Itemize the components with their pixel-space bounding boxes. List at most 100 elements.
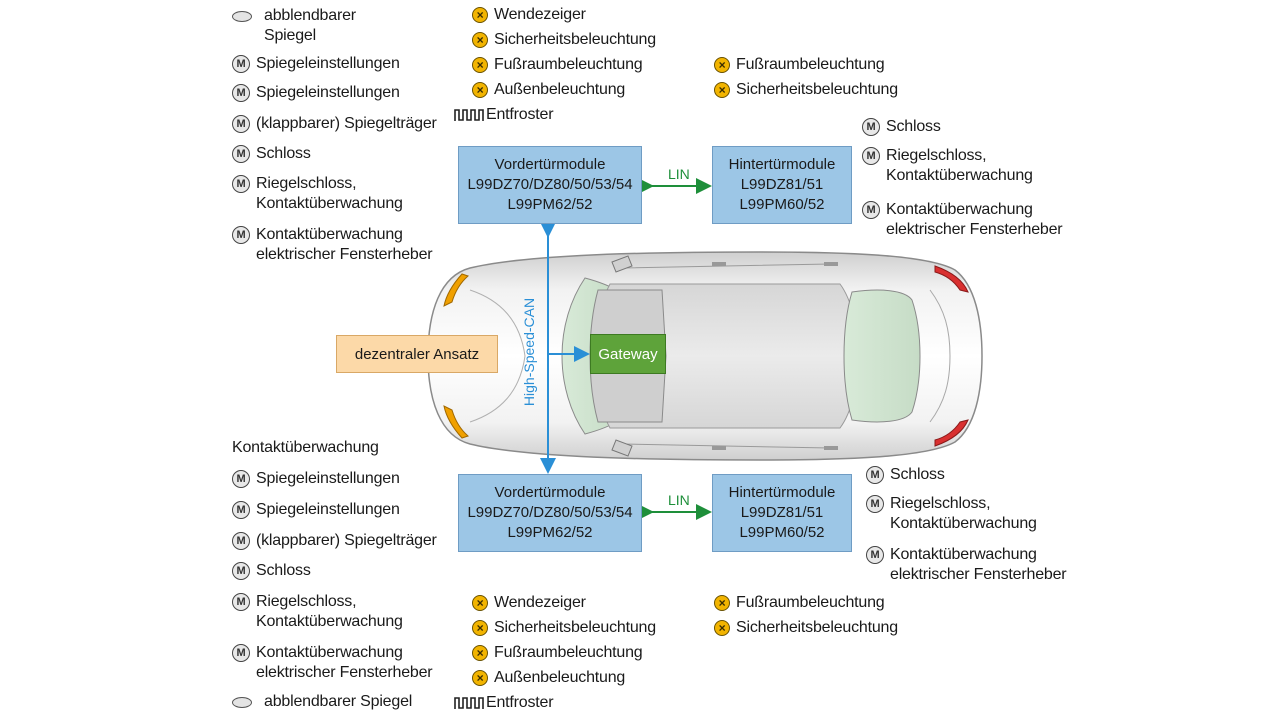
motor-icon: M: [866, 495, 884, 513]
light-item: × Sicherheitsbeleuchtung: [714, 80, 898, 100]
motor-icon: M: [232, 501, 250, 519]
list-item: M Spiegeleinstellungen: [232, 469, 400, 489]
motor-icon: M: [866, 546, 884, 564]
module-line2: L99PM62/52: [507, 524, 593, 541]
can-label: High-Speed-CAN: [521, 297, 537, 407]
motor-icon: M: [862, 118, 880, 136]
item-label: Schloss: [890, 466, 945, 483]
item-label: Sicherheitsbeleuchtung: [494, 619, 656, 636]
item-label: Riegelschloss, Kontaktüberwachung: [256, 175, 403, 212]
light-item: × Fußraumbeleuchtung: [714, 593, 885, 613]
motor-icon: M: [232, 562, 250, 580]
mirror-item-bottom: abblendbarer Spiegel: [232, 692, 412, 712]
list-item: M Kontaktüberwachung elektrischer Fenste…: [232, 643, 433, 683]
module-line2: L99PM60/52: [739, 196, 825, 213]
lamp-icon: ×: [472, 670, 488, 686]
motor-icon: M: [232, 145, 250, 163]
lamp-icon: ×: [714, 620, 730, 636]
mirror-icon: [232, 11, 252, 22]
motor-icon: M: [232, 55, 250, 73]
light-item: × Fußraumbeleuchtung: [472, 55, 643, 75]
module-line2: L99PM60/52: [739, 524, 825, 541]
light-item: × Außenbeleuchtung: [472, 80, 625, 100]
module-line1: L99DZ81/51: [740, 504, 824, 521]
list-item: M Riegelschloss, Kontaktüberwachung: [862, 146, 1033, 186]
motor-icon: M: [232, 226, 250, 244]
item-label: Sicherheitsbeleuchtung: [736, 619, 898, 636]
module-title: Vordertürmodule: [494, 484, 606, 501]
lamp-icon: ×: [472, 645, 488, 661]
mirror-label: abblendbarer Spiegel: [264, 7, 356, 44]
list-item: M Schloss: [232, 561, 311, 581]
light-item: × Außenbeleuchtung: [472, 668, 625, 688]
lamp-icon: ×: [472, 595, 488, 611]
motor-icon: M: [862, 201, 880, 219]
list-item: M Riegelschloss, Kontaktüberwachung: [232, 592, 403, 632]
mirror-icon: [232, 697, 252, 708]
light-item: × Sicherheitsbeleuchtung: [714, 618, 898, 638]
module-line1: L99DZ70/DZ80/50/53/54: [467, 504, 633, 521]
list-item: M Kontaktüberwachung elektrischer Fenste…: [232, 225, 433, 265]
item-label: Fußraumbeleuchtung: [494, 56, 643, 73]
item-label: Riegelschloss, Kontaktüberwachung: [886, 147, 1033, 184]
module-line1: L99DZ70/DZ80/50/53/54: [467, 176, 633, 193]
item-label: Fußraumbeleuchtung: [736, 594, 885, 611]
light-item: × Fußraumbeleuchtung: [472, 643, 643, 663]
motor-icon: M: [232, 84, 250, 102]
light-item: × Sicherheitsbeleuchtung: [472, 618, 656, 638]
lamp-icon: ×: [472, 57, 488, 73]
motor-icon: M: [232, 115, 250, 133]
item-label: Spiegeleinstellungen: [256, 470, 400, 487]
item-label: Schloss: [256, 562, 311, 579]
bottom-left-heading: Kontaktüberwachung: [232, 439, 379, 456]
item-label: Spiegeleinstellungen: [256, 501, 400, 518]
list-item: M Schloss: [866, 465, 945, 485]
list-item: M Kontaktüberwachung elektrischer Fenste…: [862, 200, 1063, 240]
defroster-icon: [454, 109, 484, 121]
list-item: M Schloss: [862, 117, 941, 137]
item-label: Riegelschloss, Kontaktüberwachung: [256, 593, 403, 630]
lin-label-bottom: LIN: [668, 492, 690, 508]
item-label: Außenbeleuchtung: [494, 81, 626, 98]
item-label: Spiegeleinstellungen: [256, 84, 400, 101]
module-line1: L99DZ81/51: [740, 176, 824, 193]
lamp-icon: ×: [472, 7, 488, 23]
list-item: M (klappbarer) Spiegelträger: [232, 114, 437, 134]
front-door-module-bottom: Vordertürmodule L99DZ70/DZ80/50/53/54 L9…: [458, 474, 642, 552]
list-item: M Spiegeleinstellungen: [232, 54, 400, 74]
gateway-box: Gateway: [590, 334, 666, 374]
item-label: (klappbarer) Spiegelträger: [256, 532, 437, 549]
front-door-module-top: Vordertürmodule L99DZ70/DZ80/50/53/54 L9…: [458, 146, 642, 224]
lamp-icon: ×: [714, 595, 730, 611]
lamp-icon: ×: [714, 57, 730, 73]
item-label: Sicherheitsbeleuchtung: [736, 81, 898, 98]
item-label: Kontaktüberwachung elektrischer Fensterh…: [256, 644, 433, 681]
motor-icon: M: [866, 466, 884, 484]
item-label: Außenbeleuchtung: [494, 669, 626, 686]
motor-icon: M: [232, 470, 250, 488]
motor-icon: M: [232, 593, 250, 611]
mirror-label: abblendbarer Spiegel: [264, 693, 413, 710]
rear-door-module-bottom: Hintertürmodule L99DZ81/51 L99PM60/52: [712, 474, 852, 552]
motor-icon: M: [232, 532, 250, 550]
heater-item: Entfroster: [454, 105, 554, 125]
item-label: Entfroster: [486, 694, 554, 711]
module-title: Vordertürmodule: [494, 156, 606, 173]
light-item: × Fußraumbeleuchtung: [714, 55, 885, 75]
item-label: Schloss: [256, 145, 311, 162]
item-label: Schloss: [886, 118, 941, 135]
defroster-icon: [454, 697, 484, 709]
list-item: M (klappbarer) Spiegelträger: [232, 531, 437, 551]
heater-item: Entfroster: [454, 693, 554, 713]
list-item: M Riegelschloss, Kontaktüberwachung: [232, 174, 403, 214]
item-label: Entfroster: [486, 106, 554, 123]
item-label: Fußraumbeleuchtung: [494, 644, 643, 661]
lamp-icon: ×: [472, 620, 488, 636]
item-label: Kontaktüberwachung elektrischer Fensterh…: [256, 226, 433, 263]
lamp-icon: ×: [472, 82, 488, 98]
item-label: (klappbarer) Spiegelträger: [256, 115, 437, 132]
item-label: Riegelschloss, Kontaktüberwachung: [890, 495, 1037, 532]
module-title: Hintertürmodule: [728, 484, 836, 501]
list-item: M Schloss: [232, 144, 311, 164]
